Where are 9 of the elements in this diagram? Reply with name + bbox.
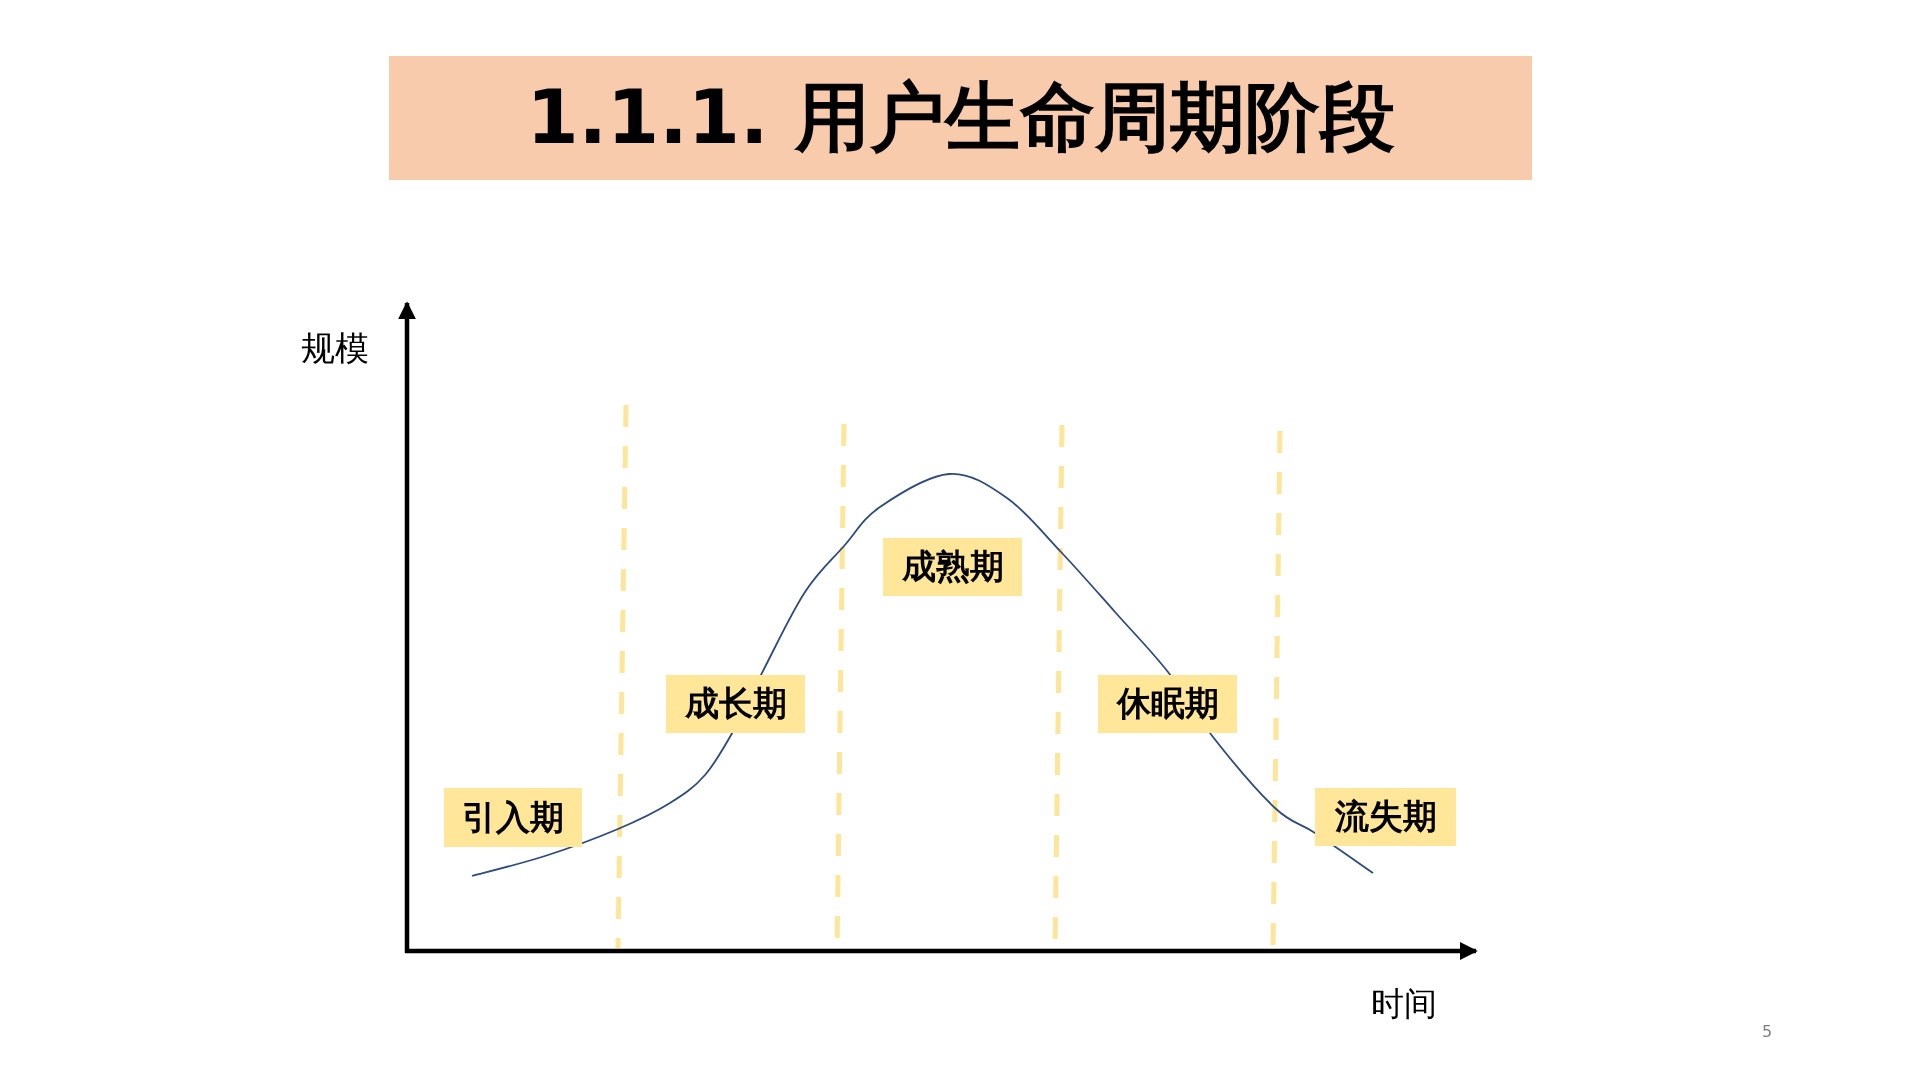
stage-label: 休眠期: [1098, 675, 1237, 733]
stage-label: 流失期: [1315, 788, 1456, 846]
stage-label: 引入期: [444, 788, 582, 847]
y-axis-title: 规模: [301, 331, 369, 365]
x-axis-title: 时间: [1371, 987, 1437, 1020]
stage-label: 成长期: [666, 675, 805, 733]
page-title: 1.1.1. 用户生命周期阶段: [389, 56, 1532, 180]
page-number: 5: [1762, 1024, 1773, 1040]
stage-label: 成熟期: [883, 538, 1022, 596]
